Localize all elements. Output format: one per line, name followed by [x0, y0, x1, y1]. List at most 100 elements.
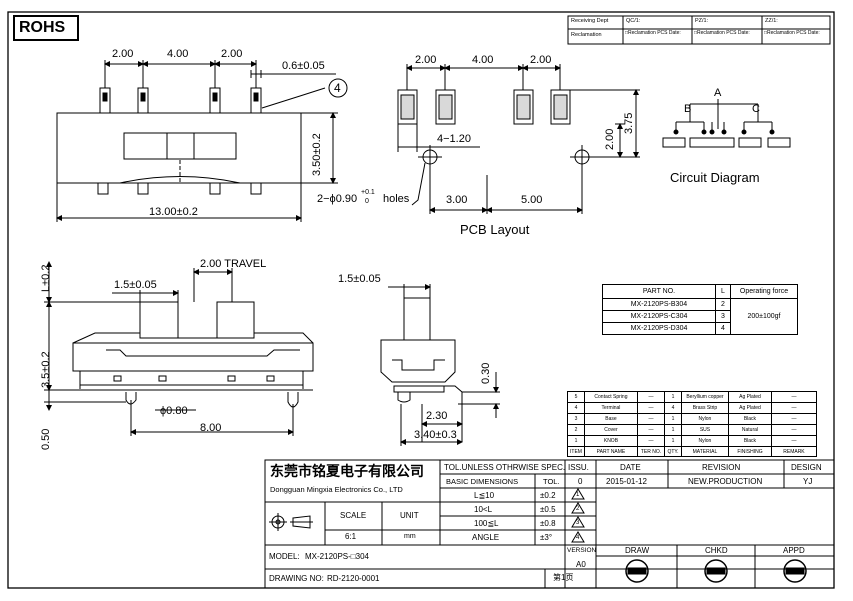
pcb-dim-holes: 2−ϕ0.90 — [317, 193, 358, 205]
tv-dim-pin: 0.6±0.05 — [282, 60, 325, 72]
recv-zz-pcs: □Reclamation PCS Date: — [764, 30, 820, 36]
bom-row-cell: Nylon — [680, 435, 729, 447]
part-header-l: L — [715, 284, 731, 299]
pcb-title: PCB Layout — [460, 222, 530, 237]
tol-r4-b: ±3° — [540, 533, 553, 542]
bom-row-cell: — — [636, 435, 665, 447]
rev-desc: NEW.PRODUCTION — [688, 477, 763, 486]
bom-row-cell: 5 — [567, 391, 585, 403]
pcb-dim-200b: 2.00 — [530, 54, 552, 66]
bom-row-cell: — — [770, 424, 817, 436]
bom-header-row-cell: PART NAME — [583, 446, 638, 457]
issu-label: ISSU. — [568, 463, 589, 472]
bom-header-row-cell: REMARK — [770, 446, 817, 457]
rohs-box — [13, 15, 79, 41]
rev-mark-2: 2 — [576, 506, 580, 512]
sv-dim-340: 3.40±0.3 — [414, 429, 457, 441]
circuit-b: B — [684, 103, 692, 115]
unit-value: mm — [404, 533, 416, 540]
draw-label: DRAW — [625, 546, 650, 555]
fv-dim-l: L±0.2 — [40, 264, 52, 292]
pcb-tol-plus: +0.1 — [361, 189, 375, 196]
sv-dim-15: 1.5±0.05 — [338, 273, 381, 285]
bom-row-cell: Beryllium copper — [680, 391, 729, 403]
pcb-dim-200v: 2.00 — [604, 128, 616, 150]
tol-r2-a: 10<L — [474, 505, 493, 514]
tol-r1-a: L≦10 — [474, 491, 495, 500]
pcb-dim-400: 4.00 — [472, 54, 494, 66]
part-row-1-no: MX-2120PS-B304 — [602, 298, 716, 311]
tv-dim-400: 4.00 — [167, 48, 189, 60]
tv-dim-200b: 2.00 — [221, 48, 243, 60]
bom-row-cell: — — [636, 391, 665, 403]
bom-row-cell: Ag Plated — [727, 402, 772, 414]
drawing-label: DRAWING NO: — [269, 574, 324, 583]
tol-header: TOL.UNLESS OTHRWISE SPEC. — [444, 463, 566, 472]
bom-header-row-cell: MATERIAL — [680, 446, 729, 457]
pcb-dim-500: 5.00 — [521, 194, 543, 206]
model-value: MX-2120PS-□304 — [305, 552, 369, 561]
bom-row-cell: Black — [727, 413, 772, 425]
fv-dim-35: 3.5±0.2 — [40, 351, 52, 388]
rohs-label: ROHS — [19, 19, 66, 36]
part-header-no: PART NO. — [602, 284, 716, 299]
circuit-diagram-shapes — [662, 99, 791, 148]
scale-label: SCALE — [340, 511, 367, 520]
bom-row-cell: 1 — [663, 413, 682, 425]
bom-row-cell: — — [770, 435, 817, 447]
chkd-label: CHKD — [705, 546, 728, 555]
bom-row-cell: Natural — [727, 424, 772, 436]
rev-mark-4: 4 — [576, 535, 580, 541]
version-label: VERSION — [567, 547, 597, 554]
tv-balloon: 4 — [334, 81, 341, 95]
bom-row-cell: 1 — [567, 435, 585, 447]
bom-row-cell: Black — [727, 435, 772, 447]
part-row-2-l: 3 — [715, 310, 731, 323]
recv-zz: ZZ/1: — [765, 18, 778, 24]
circuit-a: A — [714, 87, 722, 99]
pcb-dim-375: 3.75 — [623, 112, 635, 134]
pcb-dim-300: 3.00 — [446, 194, 468, 206]
tol-r2-b: ±0.5 — [540, 505, 556, 514]
bom-row-cell: 3 — [567, 413, 585, 425]
bom-header-row-cell: FINISHING — [727, 446, 772, 457]
top-view-outline — [56, 60, 348, 222]
bom-header-row-cell: TER NO. — [636, 446, 665, 457]
bom-row-cell: — — [636, 413, 665, 425]
scale-value: 6:1 — [345, 532, 357, 541]
bom-row-cell: — — [770, 391, 817, 403]
recv-pz-pcs: □Reclamation PCS Date: — [694, 30, 750, 36]
bom-row-cell: Cover — [583, 424, 638, 436]
fv-dim-travel: 2.00 TRAVEL — [200, 258, 267, 270]
bom-row-cell: Nylon — [680, 413, 729, 425]
title-block-grid — [264, 459, 835, 589]
fv-dim-15: 1.5±0.05 — [114, 279, 157, 291]
fv-dim-050: 0.50 — [40, 428, 52, 450]
bom-row-cell: 1 — [663, 424, 682, 436]
bom-row-cell: Base — [583, 413, 638, 425]
circuit-title: Circuit Diagram — [670, 170, 760, 185]
bom-row-cell: Ag Plated — [727, 391, 772, 403]
bom-row-cell: 1 — [663, 435, 682, 447]
company-en: Dongguan Mingxia Electronics Co., LTD — [270, 485, 403, 494]
date-label: DATE — [620, 463, 641, 472]
part-table: PART NO. L Operating force MX-2120PS-B30… — [602, 284, 798, 335]
bom-row-cell: Brass Strip — [680, 402, 729, 414]
pcb-dim-200a: 2.00 — [415, 54, 437, 66]
appd-label: APPD — [783, 546, 805, 555]
bom-row-cell: Terminal — [583, 402, 638, 414]
recv-reclamation: Reclamation — [571, 32, 602, 38]
bom-header-row-cell: QTY. — [663, 446, 682, 457]
bom-header-row-cell: ITEM — [567, 446, 585, 457]
front-view-shapes — [44, 261, 314, 436]
tv-dim-width: 13.00±0.2 — [149, 206, 198, 218]
sv-dim-030: 0.30 — [480, 362, 492, 384]
sv-dim-230: 2.30 — [426, 410, 448, 422]
pcb-tol-minus: 0 — [365, 198, 369, 205]
tv-dim-height: 3.50±0.2 — [311, 133, 323, 176]
tol-r4-a: ANGLE — [472, 533, 500, 542]
